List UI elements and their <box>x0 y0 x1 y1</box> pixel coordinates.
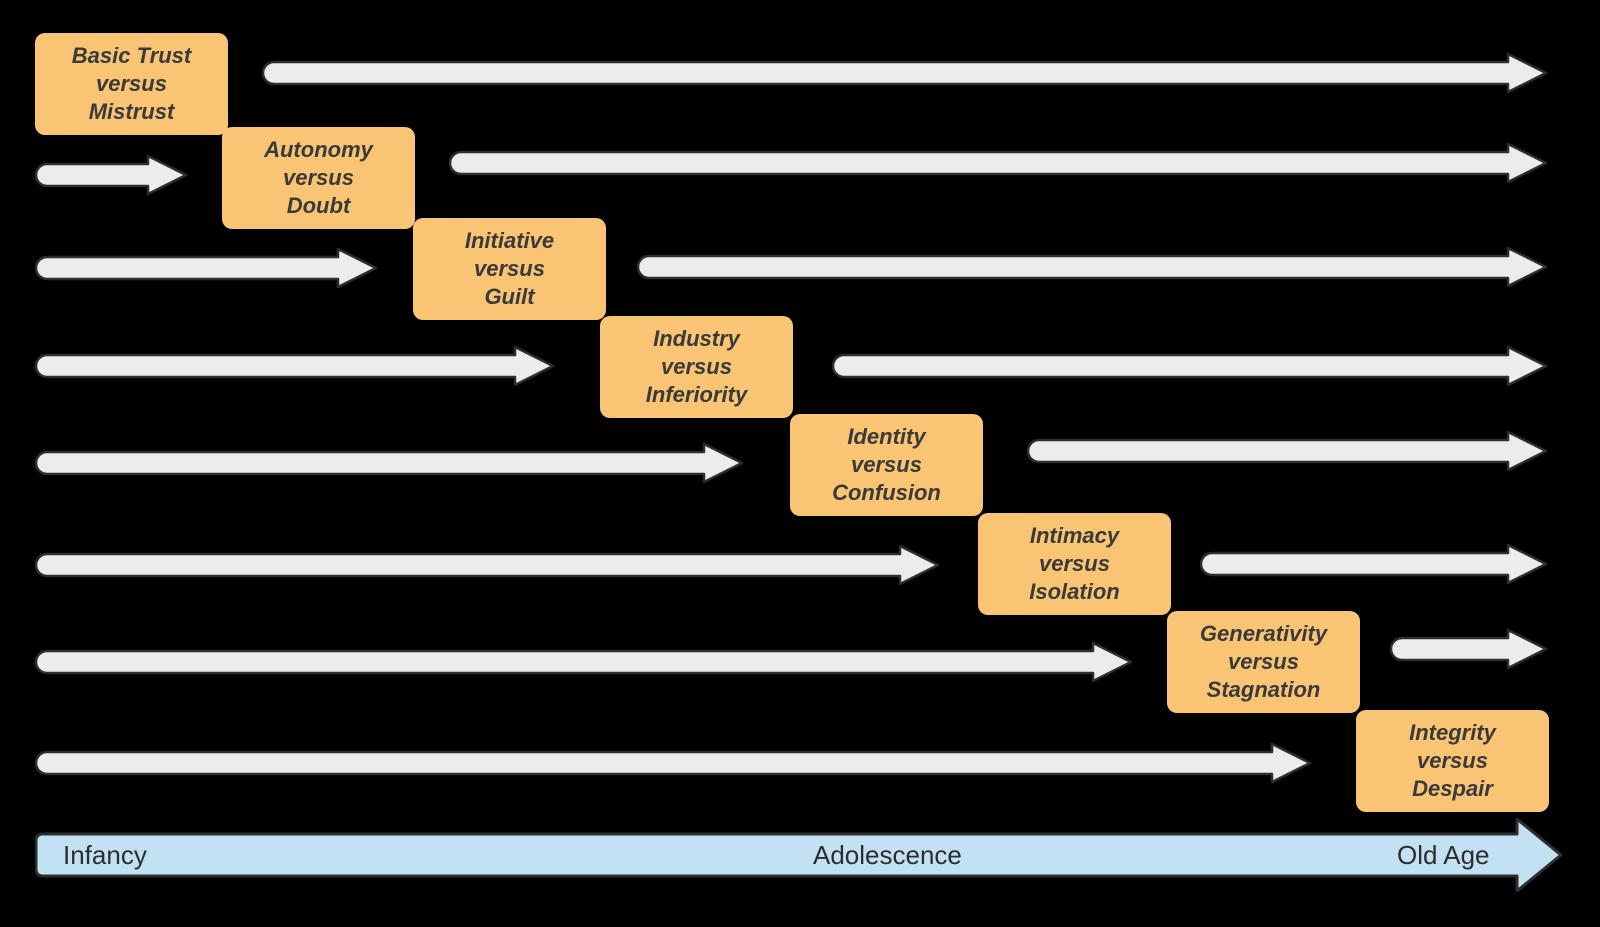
right-arrow-row-1 <box>262 52 1548 94</box>
stage-line: Autonomy <box>264 137 373 162</box>
stage-line: versus <box>283 165 354 190</box>
stage-box-initiative: Initiative versus Guilt <box>413 218 606 320</box>
stage-line: Inferiority <box>645 382 748 407</box>
stage-line: Initiative <box>464 228 555 253</box>
left-arrow-row-8 <box>35 742 1312 784</box>
stage-line: Identity <box>847 424 926 449</box>
stage-line: versus <box>1039 551 1110 576</box>
stage-line: Intimacy <box>1029 523 1120 548</box>
stage-line: versus <box>96 71 167 96</box>
timeline-label-infancy: Infancy <box>63 840 147 870</box>
left-arrow-row-2 <box>35 154 188 196</box>
right-arrow-row-3 <box>637 246 1548 288</box>
timeline-arrow <box>35 818 1563 892</box>
stage-line: Isolation <box>1029 579 1120 604</box>
stage-line: Generativity <box>1199 621 1328 646</box>
stage-line: Stagnation <box>1206 677 1321 702</box>
stage-line: Basic Trust <box>71 43 192 68</box>
stage-line: versus <box>474 256 545 281</box>
stage-box-generativity: Generativity versus Stagnation <box>1167 611 1360 713</box>
stage-box-identity: Identity versus Confusion <box>790 414 983 516</box>
stage-line: versus <box>661 354 732 379</box>
stage-line: Confusion <box>832 480 941 505</box>
left-arrow-row-7 <box>35 641 1133 683</box>
right-arrow-row-5 <box>1027 430 1548 472</box>
left-arrow-row-3 <box>35 247 378 289</box>
stage-line: Integrity <box>1409 720 1496 745</box>
left-arrow-row-6 <box>35 544 940 586</box>
left-arrow-row-4 <box>35 345 555 387</box>
right-arrow-row-7 <box>1390 628 1548 670</box>
left-arrow-row-5 <box>35 442 744 484</box>
stage-box-intimacy: Intimacy versus Isolation <box>978 513 1171 615</box>
timeline-label-old-age: Old Age <box>1397 840 1490 870</box>
stage-line: versus <box>1228 649 1299 674</box>
stage-box-industry: Industry versus Inferiority <box>600 316 793 418</box>
right-arrow-row-2 <box>449 142 1548 184</box>
stage-line: Mistrust <box>88 99 175 124</box>
stage-box-basic-trust: Basic Trust versus Mistrust <box>35 33 228 135</box>
stage-box-autonomy: Autonomy versus Doubt <box>222 127 415 229</box>
stage-line: Industry <box>653 326 740 351</box>
stage-line: Doubt <box>286 193 351 218</box>
stage-box-integrity: Integrity versus Despair <box>1356 710 1549 812</box>
stage-line: versus <box>1417 748 1488 773</box>
right-arrow-row-4 <box>832 345 1548 387</box>
stage-line: versus <box>851 452 922 477</box>
stage-line: Guilt <box>484 284 535 309</box>
right-arrow-row-6 <box>1200 543 1548 585</box>
stage-line: Despair <box>1412 776 1493 801</box>
timeline-label-adolescence: Adolescence <box>813 840 962 870</box>
